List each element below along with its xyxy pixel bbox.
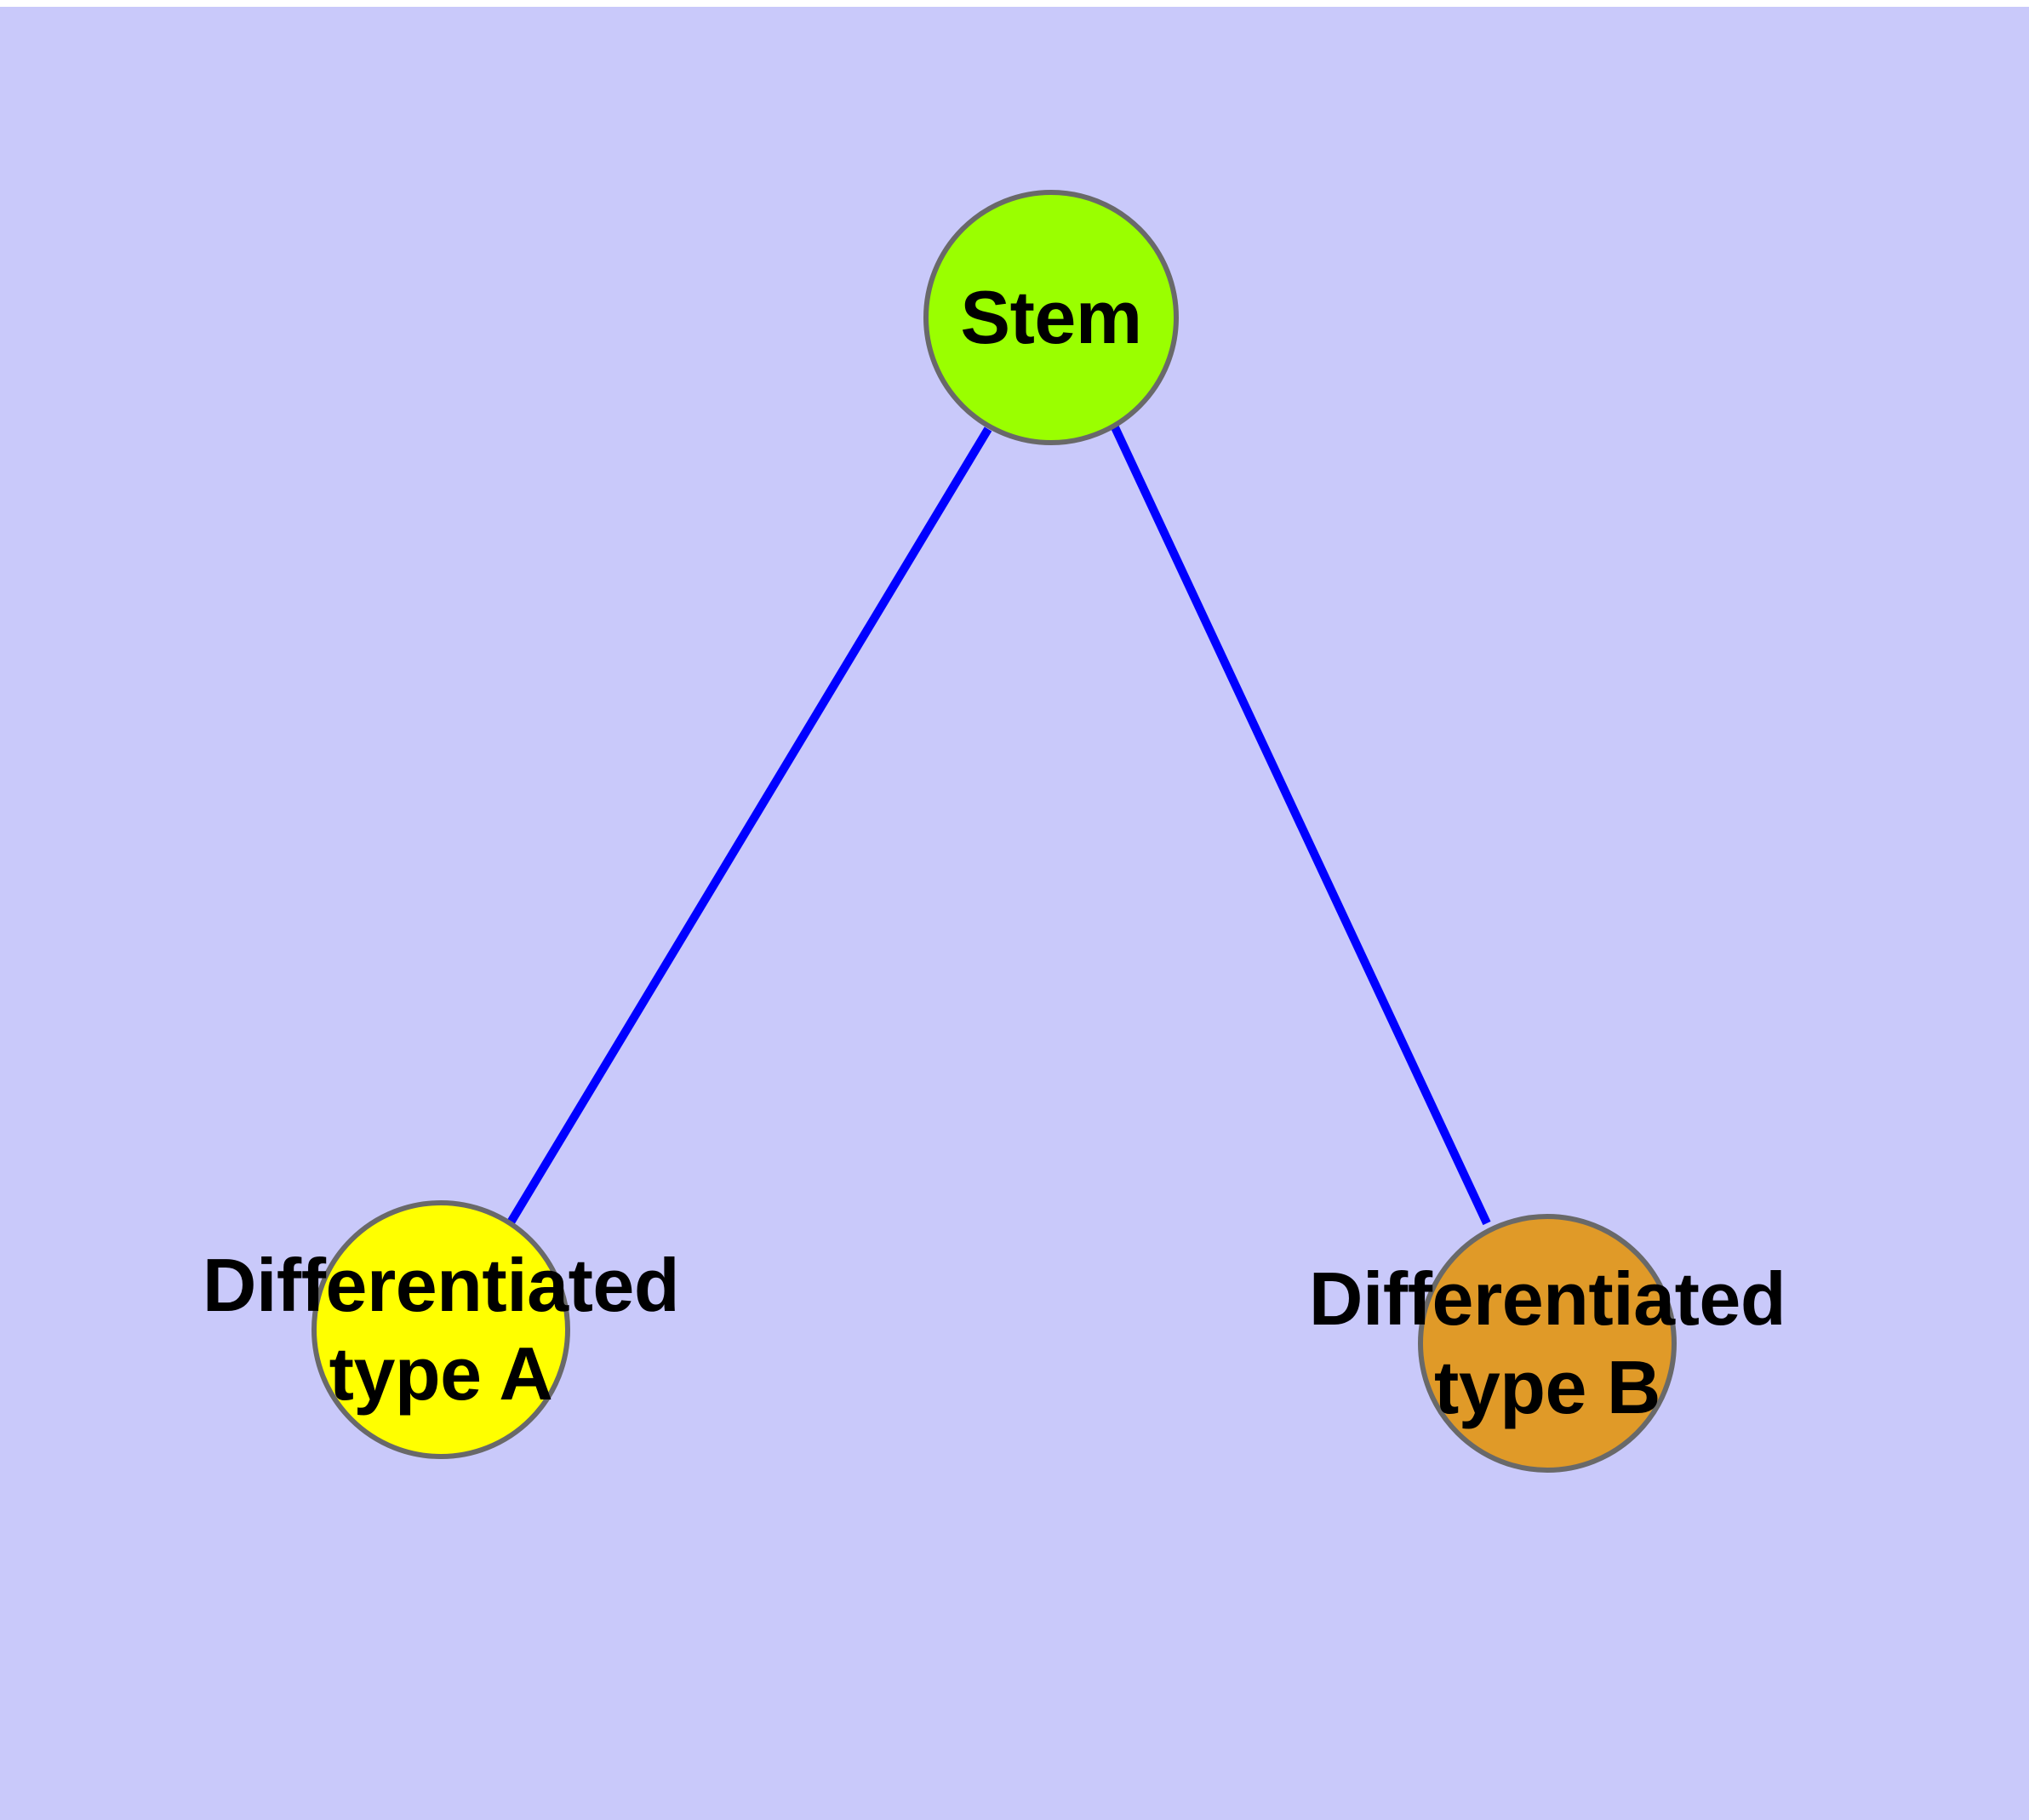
edge-stem-to-diff-a[interactable] <box>506 426 992 1225</box>
edge-stem-to-diff-b[interactable] <box>1111 425 1491 1226</box>
node-diff-b-circle[interactable] <box>1418 1214 1677 1473</box>
edge-group <box>506 425 1491 1226</box>
node-diff-a-circle[interactable] <box>311 1200 570 1459</box>
node-group <box>311 190 1677 1473</box>
node-stem-circle[interactable] <box>923 190 1179 445</box>
